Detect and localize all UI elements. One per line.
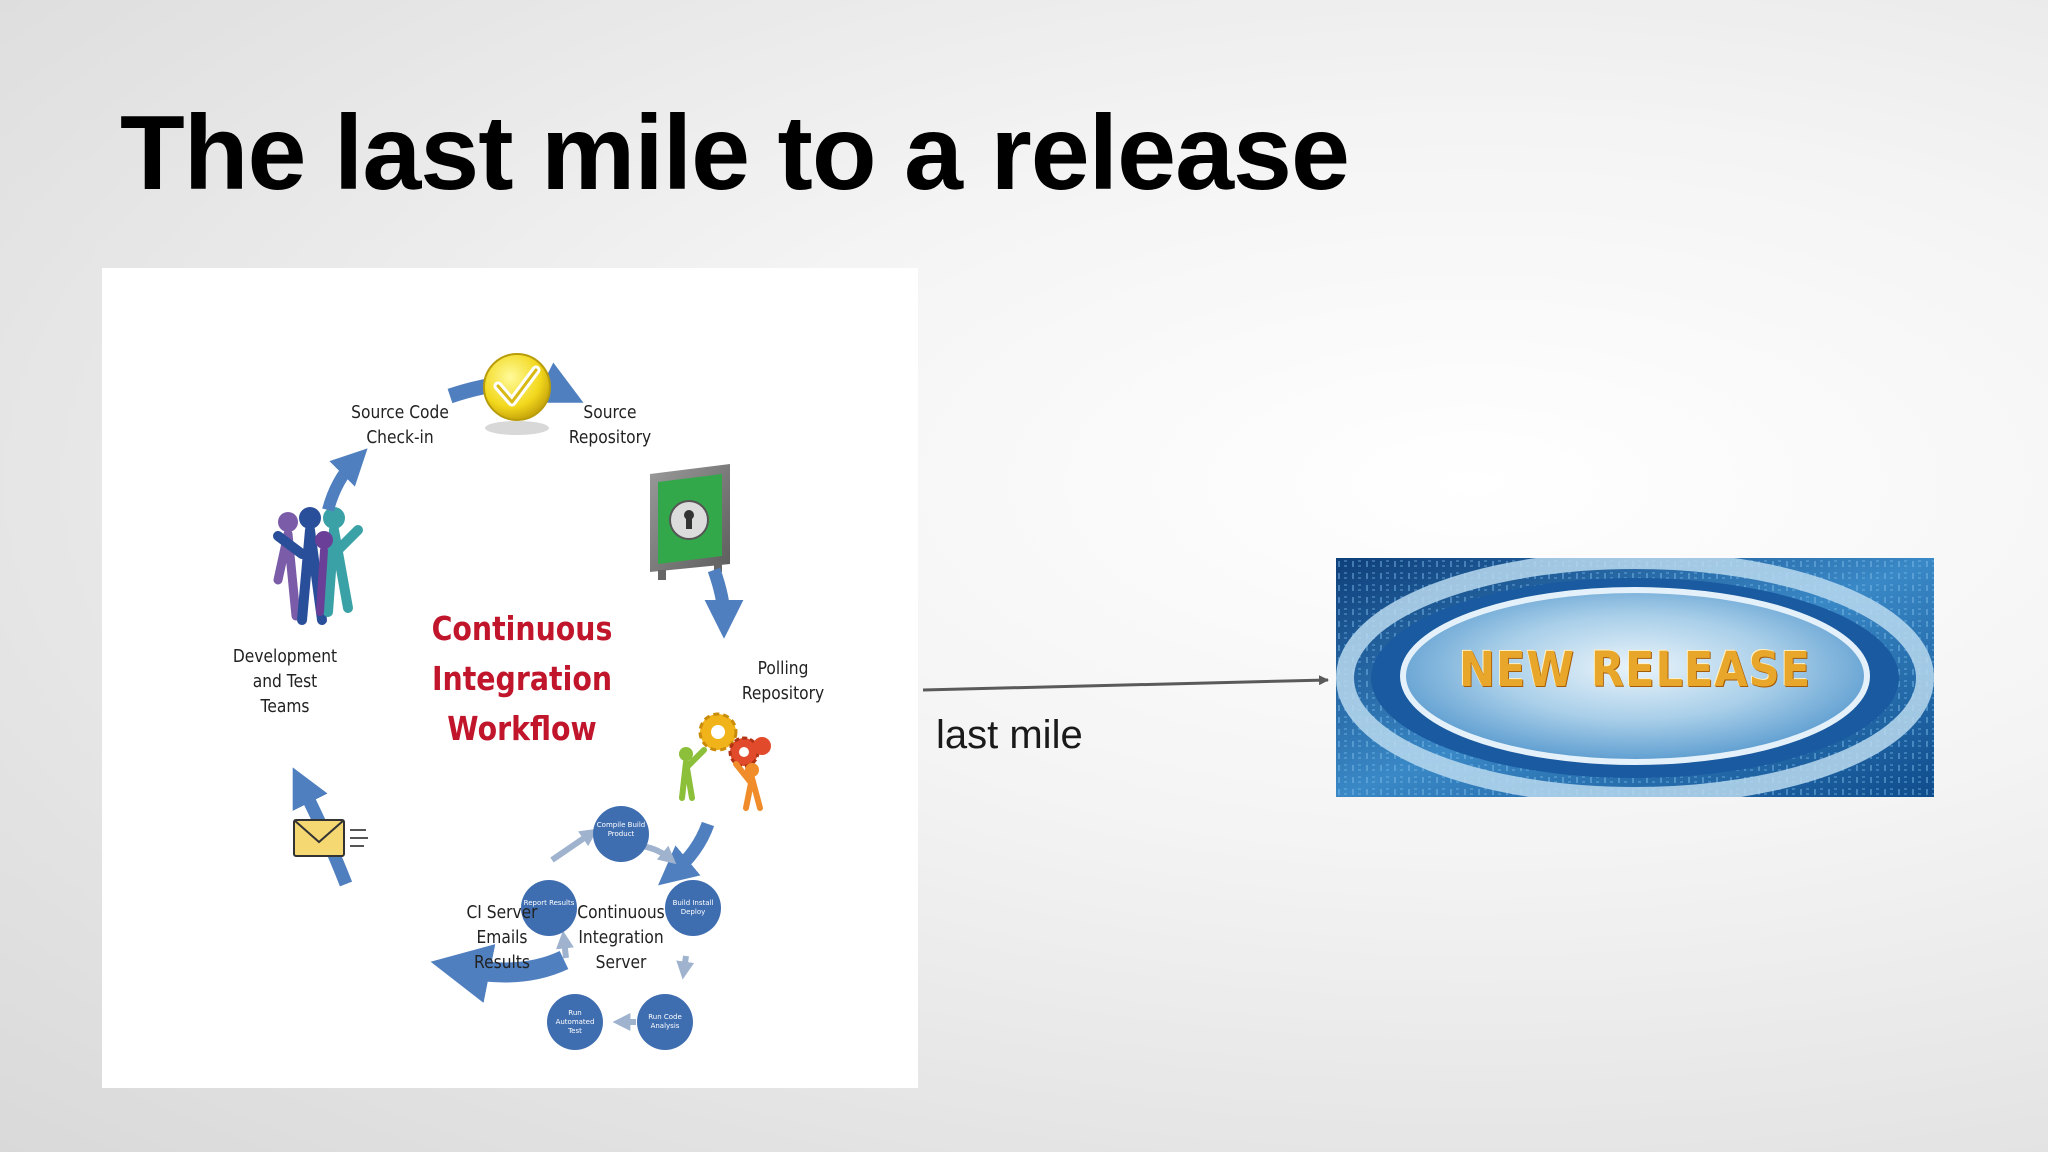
source-checkin-label: Source Code Check-in xyxy=(351,402,449,448)
step-run-code-analysis-label: Run Code Analysis xyxy=(648,1013,682,1030)
ci-server-label: Continuous Integration Server xyxy=(577,902,665,973)
polling-arrow xyxy=(658,821,715,886)
polling-repository-label: Polling Repository xyxy=(741,658,825,704)
teams-to-checkin-arrow xyxy=(322,448,368,512)
step-report-results xyxy=(521,880,577,936)
repository-arrow xyxy=(704,567,744,639)
banner-graphics xyxy=(1336,558,1934,797)
checkmark-icon xyxy=(483,353,551,435)
step-build-install xyxy=(665,880,721,936)
step-run-automated-test-label: Run Automated Test xyxy=(555,1009,595,1035)
gears-icon xyxy=(679,712,771,811)
safe-icon xyxy=(650,464,730,580)
ci-workflow-graphics xyxy=(273,353,771,1050)
step-report-results-label: Report Results xyxy=(523,899,575,907)
envelope-icon xyxy=(293,819,368,857)
development-teams-label: Development and Test Teams xyxy=(232,646,338,717)
ci-workflow-diagram: Source Code Check-in Source Repository P… xyxy=(102,268,918,1088)
new-release-banner: NEW RELEASE xyxy=(1336,558,1934,797)
step-run-code-analysis xyxy=(637,994,693,1050)
step-build-install-label: Build Install Deploy xyxy=(672,899,714,916)
ci-workflow-title: Continuous Integration Workflow xyxy=(431,609,613,748)
people-icon xyxy=(273,507,363,625)
source-repository-label: Source Repository xyxy=(568,402,652,448)
new-release-text: NEW RELEASE xyxy=(1458,642,1812,698)
ci-emails-label: CI Server Emails Results xyxy=(466,902,538,973)
ci-server-steps xyxy=(521,806,721,1050)
step-run-automated-test xyxy=(547,994,603,1050)
slide-title: The last mile to a release xyxy=(120,94,1350,212)
ci-to-emails-arrow xyxy=(430,944,569,1003)
last-mile-arrow xyxy=(922,675,1329,692)
step-compile-label: Compile Build Product xyxy=(596,821,646,838)
last-mile-label: last mile xyxy=(936,713,1083,757)
step-compile xyxy=(593,806,649,862)
